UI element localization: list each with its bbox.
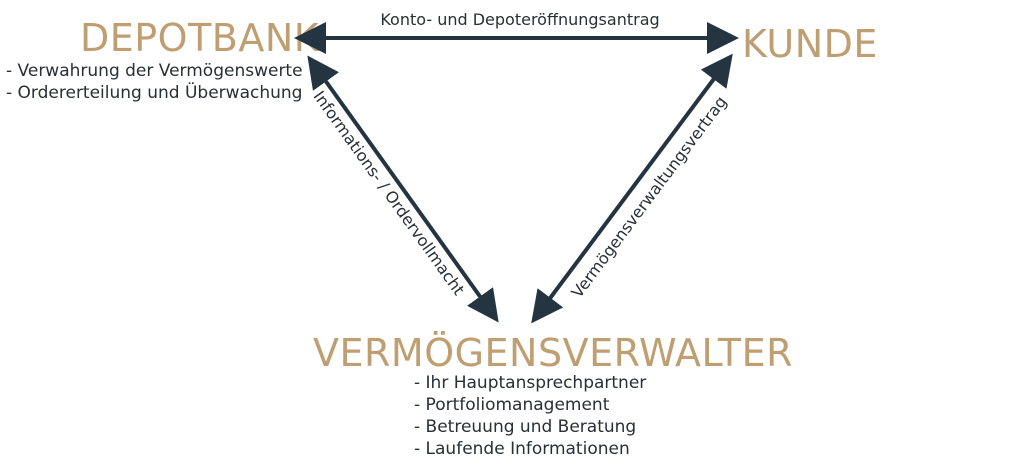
- depotbank-title: DEPOTBANK: [80, 16, 320, 60]
- depotbank-list-item: Verwahrung der Vermögenswerte: [6, 60, 303, 82]
- vermoegensverwalter-list-item: Betreuung und Beratung: [414, 416, 646, 438]
- label-depotbank-verwalter: Informations- / Ordervollmacht: [310, 87, 469, 299]
- vermoegensverwalter-list-item: Portfoliomanagement: [414, 394, 646, 416]
- vermoegensverwalter-list-item: Laufende Informationen: [414, 438, 646, 460]
- vermoegensverwalter-list: Ihr Hauptansprechpartner Portfoliomanage…: [414, 372, 647, 460]
- label-depotbank-kunde: Konto- und Depoteröffnungsantrag: [380, 10, 659, 29]
- vermoegensverwalter-title: VERMÖGENSVERWALTER: [313, 331, 794, 375]
- vermoegensverwalter-list-item: Ihr Hauptansprechpartner: [414, 372, 647, 394]
- kunde-title: KUNDE: [742, 22, 878, 66]
- label-kunde-verwalter: Vermögensverwaltungsvertrag: [568, 93, 731, 302]
- arrow-kunde-verwalter: [531, 53, 733, 324]
- depotbank-list-item: Ordererteilung und Überwachung: [6, 82, 303, 104]
- depotbank-list: Verwahrung der Vermögenswerte Orderertei…: [6, 60, 303, 104]
- arrow-depotbank-verwalter: [307, 55, 499, 323]
